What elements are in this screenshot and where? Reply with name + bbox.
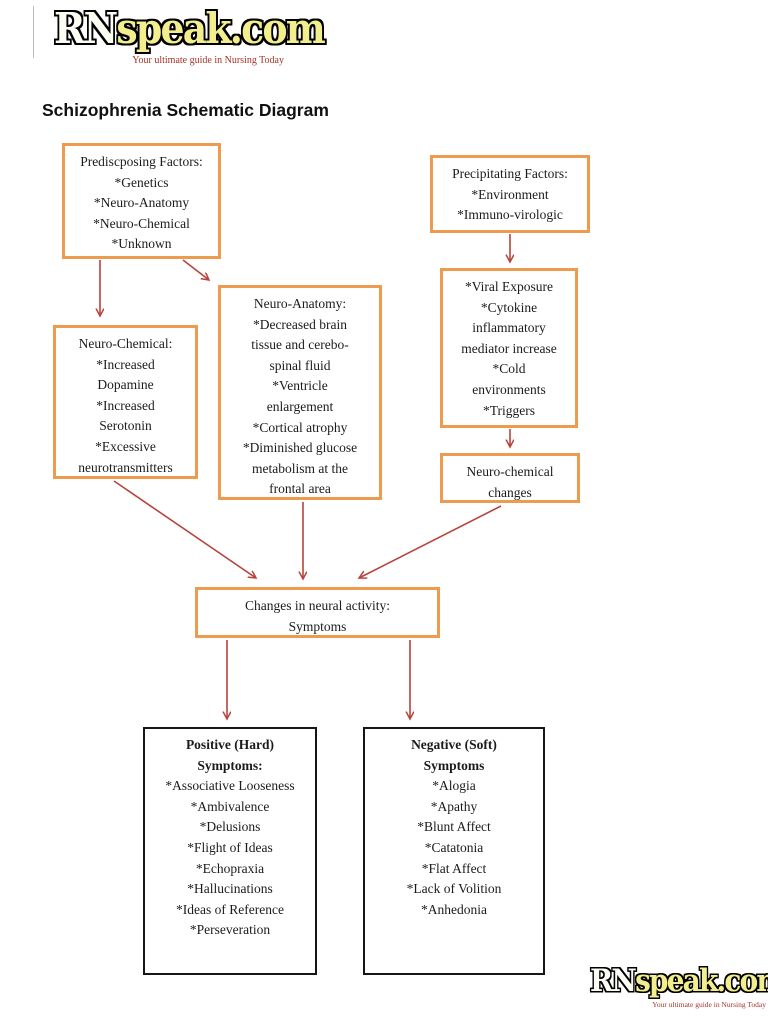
box-line: *Genetics — [114, 174, 169, 190]
box-line: *Viral Exposure — [464, 279, 554, 294]
rnspeak-logo-bottom: RNspeak.com Your ultimate guide in Nursi… — [590, 963, 768, 1010]
box-line: *Delusions — [199, 819, 261, 835]
box-line: *Associative Looseness — [165, 778, 295, 794]
box-line: *Anhedonia — [421, 901, 487, 917]
box-line: neurotransmitters — [78, 459, 173, 475]
box-line: Serotonin — [99, 418, 152, 434]
box-line: Neuro-Anatomy: — [253, 296, 347, 311]
box-line: *Cortical atrophy — [252, 419, 348, 435]
diagram-box-precipitating-factors: Precipitating Factors: *Environment *Immun… — [430, 155, 590, 233]
box-line: Neuro-chemical — [466, 464, 554, 479]
diagram-box-neuro-anatomy: Neuro-Anatomy: *Decreased brain tissue and… — [218, 285, 382, 500]
box-line: *Blunt Affect — [417, 819, 491, 835]
box-line: Prediscposing Factors: — [80, 154, 203, 169]
diagram-box-viral-exposure: *Viral Exposure *Cytokine inflammatory medi… — [440, 268, 578, 428]
box-line: tissue and cerebo- — [251, 337, 349, 353]
box-line: inflammatory — [472, 320, 546, 336]
box-line: Symptoms — [288, 618, 347, 634]
arrow-neuro-chemical-changes-to-changes-in-neural-activity — [359, 505, 502, 578]
box-line: *Echopraxia — [195, 860, 265, 876]
box-line: *Neuro-Anatomy — [93, 195, 190, 211]
box-line: *Flight of Ideas — [187, 839, 273, 855]
box-line: *Catatonia — [424, 839, 484, 855]
box-line: *Increased — [96, 356, 155, 372]
box-line: Negative (Soft) — [411, 737, 497, 752]
box-line: *Excessive — [95, 438, 156, 454]
box-line: *Ventricle — [272, 378, 328, 394]
logo-tagline: Your ultimate guide in Nursing Today — [132, 55, 284, 66]
box-line: *Flat Affect — [421, 860, 487, 876]
box-line: spinal fluid — [269, 357, 331, 373]
page-title: Schizophrenia Schematic Diagram — [42, 99, 329, 120]
box-line: *Hallucinations — [187, 881, 273, 897]
logo-speak-text: speak.com — [116, 4, 325, 53]
box-line: Symptoms: — [197, 757, 263, 773]
logo-speak-text: speak.com — [635, 963, 768, 999]
box-line: *Increased — [96, 397, 155, 413]
diagram-box-predisposing-factors: Prediscposing Factors: *Genetics *Neuro-An… — [62, 143, 221, 259]
box-line: *Decreased brain — [252, 316, 348, 332]
diagram-box-negative-soft-symptoms: Negative (Soft) Symptoms *Alogia *Apathy *Bl… — [363, 727, 545, 975]
box-line: environments — [472, 381, 546, 397]
logo-rn-text: RN — [590, 963, 637, 999]
diagram-box-changes-in-neural-activity: Changes in neural activity: Symptoms — [195, 587, 440, 638]
box-line: enlargement — [266, 398, 334, 414]
box-line: frontal area — [269, 481, 331, 497]
box-line: *Perseveration — [189, 922, 271, 938]
logo-rn-text: RN — [54, 4, 118, 53]
box-line: *Triggers — [482, 402, 535, 418]
box-line: *Ideas of Reference — [176, 901, 284, 917]
logo-tagline: Your ultimate guide in Nursing Today — [652, 1000, 766, 1009]
diagram-box-neuro-chemical-changes: Neuro-chemical changes — [440, 453, 580, 503]
box-line: *Ambivalence — [190, 798, 270, 814]
box-line: *Unknown — [111, 236, 172, 252]
box-line: *Neuro-Chemical — [93, 215, 190, 231]
box-line: Neuro-Chemical: — [78, 336, 173, 351]
box-line: Symptoms — [423, 757, 485, 773]
box-line: metabolism at the — [252, 460, 348, 476]
box-line: mediator increase — [461, 340, 557, 356]
box-line: *Diminished glucose — [242, 440, 358, 456]
box-line: Precipitating Factors: — [452, 166, 568, 181]
box-line: Positive (Hard) — [185, 737, 275, 752]
diagram-box-positive-hard-symptoms: Positive (Hard) Symptoms: *Associative Loo… — [143, 727, 317, 975]
box-line: *Environment — [471, 186, 549, 202]
box-line: Dopamine — [97, 377, 154, 393]
rnspeak-logo-top: RNspeak.com Your ultimate guide in Nursi… — [54, 8, 326, 67]
box-line: *Cytokine — [480, 299, 538, 315]
logo-left-edge-line — [33, 6, 34, 58]
box-line: *Lack of Volition — [406, 881, 502, 897]
box-line: *Alogia — [432, 778, 476, 794]
rnspeak-logo-wordmark: RNspeak.com — [590, 963, 768, 999]
arrow-predisposing-factors-to-neuro-anatomy — [182, 259, 209, 280]
box-line: *Immuno-virologic — [457, 207, 563, 223]
box-line: changes — [488, 484, 532, 500]
box-line: *Cold — [492, 361, 526, 377]
box-line: *Apathy — [430, 798, 478, 814]
box-line: Changes in neural activity: — [244, 598, 391, 613]
rnspeak-logo-wordmark: RNspeak.com — [54, 8, 326, 50]
